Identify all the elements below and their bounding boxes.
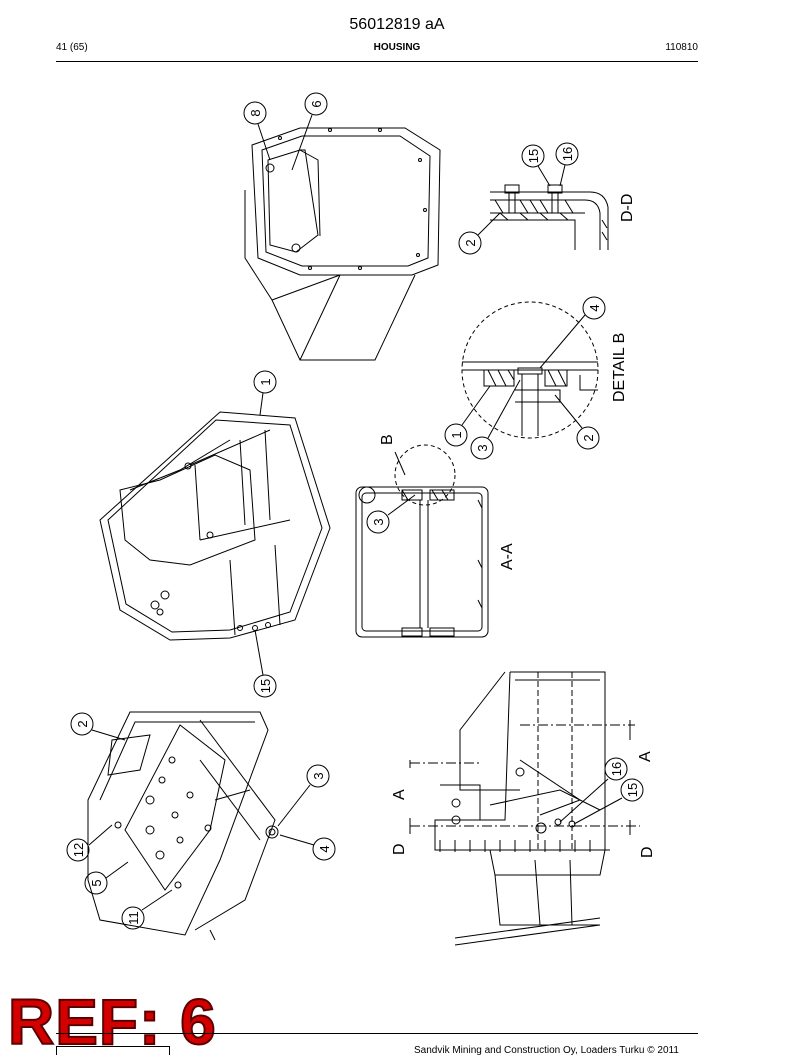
section-aa — [355, 444, 489, 638]
page-number: 41 (65) — [56, 42, 88, 53]
housing-bottom-view — [87, 711, 279, 941]
section-title: HOUSING — [373, 42, 421, 53]
callout-15-side: 15 — [625, 783, 640, 797]
callout-3-aa: 3 — [371, 518, 386, 525]
callout-15-middle: 15 — [258, 679, 273, 693]
callout-11: 11 — [126, 911, 141, 925]
callout-3-detail: 3 — [475, 444, 490, 451]
callout-4-detail: 4 — [587, 304, 602, 311]
detail-b-label: DETAIL B — [611, 333, 628, 402]
section-dd-label: D-D — [619, 194, 636, 222]
section-aa-label: A-A — [499, 543, 516, 570]
section-d-marker-right: D — [639, 846, 656, 858]
callout-2-dd: 2 — [463, 239, 478, 246]
callout-2-bottom: 2 — [75, 720, 90, 727]
section-a-marker-left: A — [391, 789, 408, 800]
housing-top-view — [244, 127, 441, 361]
section-dd — [490, 184, 609, 250]
header-rule — [56, 61, 698, 62]
callout-3-bottom: 3 — [311, 772, 326, 779]
callout-2-detail: 2 — [581, 434, 596, 441]
footer-copyright: Sandvik Mining and Construction Oy, Load… — [414, 1045, 679, 1056]
section-d-marker-left: D — [391, 843, 408, 855]
footer-rule — [56, 1033, 698, 1034]
callout-12: 12 — [71, 843, 86, 857]
callout-16-dd: 16 — [560, 147, 575, 161]
callouts: 8 6 15 16 2 4 1 3 2 1 3 15 2 — [66, 92, 644, 930]
callout-5: 5 — [89, 879, 104, 886]
side-view — [409, 671, 640, 946]
callout-1-middle: 1 — [258, 378, 273, 385]
callout-6: 6 — [309, 100, 324, 107]
revision-date: 110810 — [665, 42, 698, 53]
callout-15-dd: 15 — [526, 149, 541, 163]
callout-4-bottom: 4 — [317, 845, 332, 852]
callout-16-side: 16 — [609, 762, 624, 776]
logo-strip — [56, 1046, 170, 1055]
section-a-marker-right: A — [637, 751, 654, 762]
document-code: 56012819 aA — [349, 16, 445, 33]
detail-b-marker: B — [379, 434, 396, 445]
callout-1-detail: 1 — [449, 431, 464, 438]
callout-8: 8 — [248, 109, 263, 116]
detail-b — [461, 301, 599, 439]
housing-middle-view — [99, 411, 331, 641]
